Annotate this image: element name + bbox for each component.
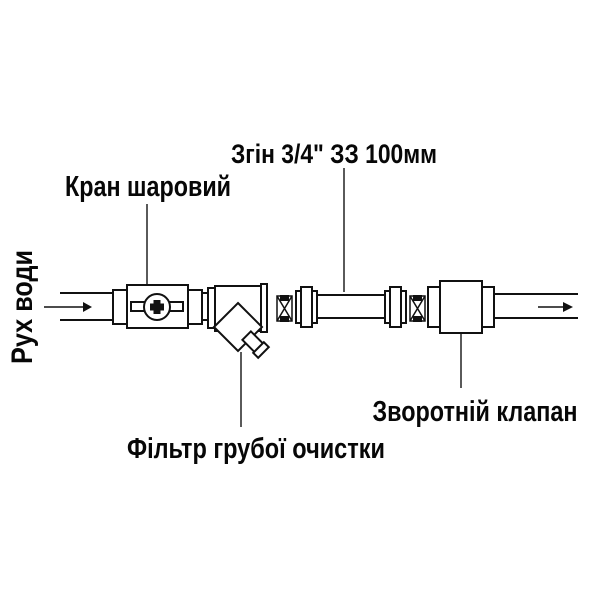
nipple-pipe <box>317 294 385 319</box>
valve-stem-cross-icon <box>150 300 164 314</box>
threaded-fitting-left-icon <box>276 295 293 322</box>
nipple-label: Згін 3/4" ЗЗ 100мм <box>231 139 437 169</box>
union-nut-left <box>295 286 318 328</box>
inlet-pipe <box>60 292 113 321</box>
strainer-symbol <box>207 283 271 360</box>
ball-valve-symbol <box>112 284 203 329</box>
threaded-fitting-right-icon <box>409 295 426 322</box>
ball-valve-label: Кран шаровий <box>65 171 231 203</box>
flow-arrow-right-icon <box>538 302 573 312</box>
flow-arrow-left-icon <box>44 302 92 312</box>
strainer-drain-cap-icon <box>251 340 271 360</box>
outlet-pipe <box>494 293 578 319</box>
water-flow-label: Рух води <box>6 250 39 364</box>
check-valve-symbol <box>427 280 495 334</box>
strainer-label: Фільтр грубої очистки <box>127 433 385 465</box>
union-nut-right <box>384 286 407 328</box>
check-valve-label: Зворотній клапан <box>373 396 578 428</box>
